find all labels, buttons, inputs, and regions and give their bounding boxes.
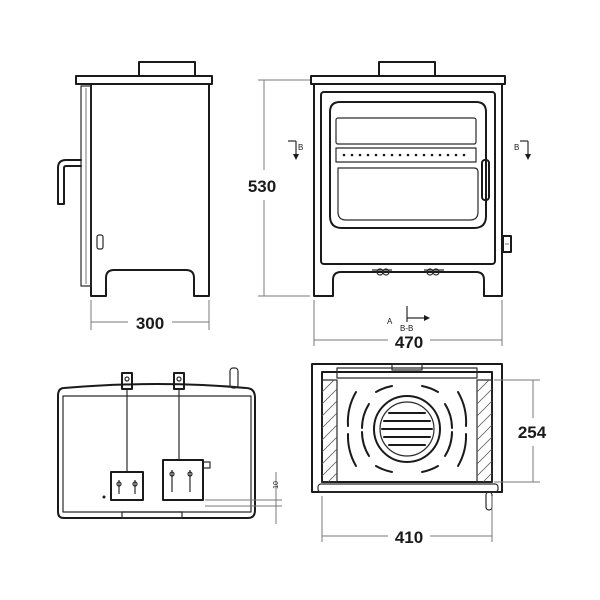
- section-handle[interactable]: [485, 491, 493, 511]
- plan-post: [229, 367, 239, 389]
- plan-outer-body: [57, 383, 256, 519]
- dim-label-530: 530: [248, 177, 276, 196]
- section-front-bar: [317, 483, 499, 493]
- dim-label-470: 470: [395, 333, 423, 352]
- plan-control-box-2[interactable]: [162, 459, 204, 501]
- side-top-plate: [75, 75, 213, 85]
- section-bb-label: B-B: [400, 324, 413, 333]
- dimension-front-width: 470: [313, 300, 503, 352]
- plan-control-box-1[interactable]: [110, 471, 144, 501]
- section-b-left: B: [298, 143, 303, 152]
- front-top-plate: [310, 75, 506, 85]
- dim-label-410: 410: [395, 528, 423, 547]
- section-baffle: [336, 367, 478, 379]
- plan-inner-body: [62, 395, 252, 513]
- front-glass-window: [329, 101, 487, 229]
- front-door-frame: [320, 91, 496, 265]
- plan-door-edge: [121, 511, 183, 519]
- section-grate: [373, 395, 441, 463]
- plan-view: [57, 367, 256, 519]
- dimension-plan-width: 410: [321, 496, 493, 547]
- section-inner-firebox: [321, 371, 493, 483]
- dim-label-254: 254: [518, 423, 547, 442]
- dim-label-10: 10: [273, 481, 280, 489]
- section-arrow-right: B: [514, 140, 531, 160]
- section-b-right: B: [514, 143, 519, 152]
- section-arc-vents: [346, 385, 468, 473]
- side-door-edge: [80, 85, 92, 287]
- side-view: [57, 61, 213, 297]
- dimension-plan-depth: 254: [494, 379, 547, 483]
- side-handle: [57, 159, 82, 205]
- front-airwash-bar: [335, 147, 477, 163]
- section-side-brick-left: [321, 379, 338, 483]
- side-vent-slot: [96, 234, 104, 250]
- front-flue-collar: [378, 61, 436, 77]
- plan-control-lever: [203, 461, 211, 469]
- dimension-front-height: 530: [248, 79, 310, 297]
- dimension-side-depth: 300: [90, 300, 210, 333]
- airwash-holes: [342, 153, 466, 157]
- dim-label-300: 300: [136, 314, 164, 333]
- front-side-knob[interactable]: [502, 235, 512, 253]
- front-lower-panel: [337, 167, 479, 221]
- section-a-label: A: [387, 317, 393, 326]
- dimension-ledge: 10: [205, 472, 282, 524]
- side-flue-collar: [138, 61, 196, 77]
- front-view: [310, 61, 512, 297]
- section-view: [311, 363, 503, 511]
- front-upper-panel: [335, 117, 477, 145]
- front-door-handle[interactable]: [481, 159, 490, 201]
- section-side-brick-right: [476, 379, 493, 483]
- front-air-controls[interactable]: [372, 268, 444, 276]
- side-body: [90, 83, 210, 297]
- section-arrow-left: B: [288, 140, 303, 160]
- front-body: [313, 83, 503, 297]
- section-a-marker: A B-B: [387, 306, 430, 333]
